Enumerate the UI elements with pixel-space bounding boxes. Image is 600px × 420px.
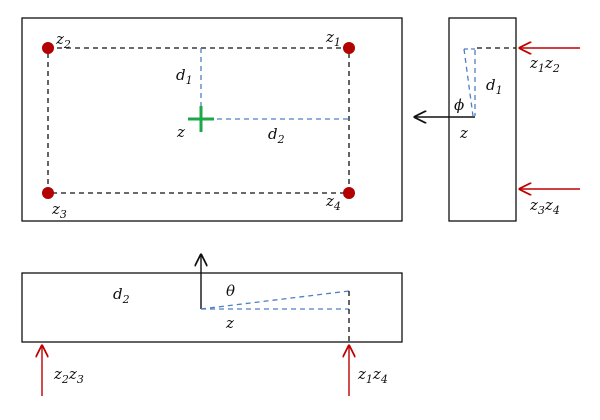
label-d2: d2 bbox=[268, 125, 285, 146]
label-z4: z4 bbox=[325, 192, 341, 213]
corner-rectangle bbox=[47, 47, 350, 194]
label-force-z1z2: z1z2 bbox=[529, 54, 560, 75]
front-tilted-blue bbox=[200, 290, 350, 310]
label-z3: z3 bbox=[51, 200, 67, 221]
label-side-z: z bbox=[459, 124, 468, 142]
label-theta: θ bbox=[226, 282, 235, 300]
label-z2: z2 bbox=[55, 30, 71, 51]
top-view: z2 z1 z3 z4 d1 d2 z bbox=[21, 17, 403, 222]
label-z1: z1 bbox=[325, 28, 341, 49]
label-force-z2z3: z2z3 bbox=[53, 365, 84, 386]
label-side-d1: d1 bbox=[486, 76, 503, 97]
label-d1: d1 bbox=[176, 66, 193, 87]
corner-point-icon bbox=[42, 187, 54, 199]
side-tilted-blue bbox=[463, 48, 474, 117]
corner-point-icon bbox=[343, 187, 355, 199]
corner-point-icon bbox=[343, 42, 355, 54]
center-cross-icon bbox=[188, 106, 214, 132]
label-front-d2: d2 bbox=[113, 285, 130, 306]
label-force-z1z4: z1z4 bbox=[357, 365, 388, 386]
corner-point-icon bbox=[42, 42, 54, 54]
label-front-z: z bbox=[225, 314, 234, 332]
side-view: ϕ d1 z z1z2 z3z4 bbox=[415, 17, 580, 222]
label-z-center: z bbox=[176, 123, 185, 141]
label-phi: ϕ bbox=[454, 96, 464, 114]
label-force-z3z4: z3z4 bbox=[529, 196, 560, 217]
front-view-frame bbox=[21, 272, 403, 343]
side-view-frame bbox=[448, 17, 517, 222]
front-view: θ z d2 z2z3 z1z4 bbox=[21, 255, 403, 396]
top-view-frame bbox=[21, 17, 403, 222]
